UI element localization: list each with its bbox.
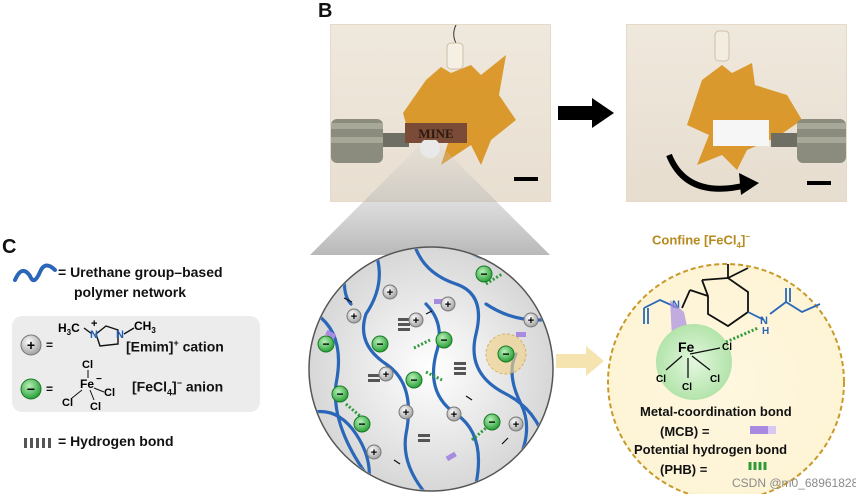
anion-ion: − <box>435 331 453 349</box>
anion-eq: = <box>46 382 54 396</box>
mcb-line2: (MCB) = <box>660 424 710 439</box>
svg-text:−: − <box>488 415 495 429</box>
confine-inset: N H N Fe Cl Cl Cl Cl <box>598 250 854 499</box>
svg-text:Fe: Fe <box>678 339 695 355</box>
svg-text:+: + <box>351 311 357 323</box>
zoom-arrow-icon <box>556 346 606 381</box>
svg-text:−: − <box>440 333 447 347</box>
cation-ion: + <box>523 312 539 328</box>
svg-text:−: − <box>410 373 417 387</box>
svg-text:H3C: H3C <box>58 321 80 337</box>
svg-text:−: − <box>376 337 383 351</box>
svg-text:+: + <box>513 419 519 431</box>
svg-text:H: H <box>762 326 769 337</box>
svg-text:N: N <box>760 315 768 327</box>
svg-text:N: N <box>90 329 98 341</box>
fecl4-structure: Cl Fe − Cl Cl Cl <box>58 356 128 417</box>
svg-text:Cl: Cl <box>62 397 73 409</box>
network-desc-line1: = Urethane group–based <box>58 264 223 280</box>
arrow-right-icon <box>556 98 616 133</box>
mine-text: MINE <box>418 126 453 141</box>
legend-box <box>12 316 260 412</box>
hbond-icon <box>24 436 54 454</box>
panel-label-b: B <box>318 0 333 22</box>
svg-text:−: − <box>502 347 509 361</box>
hbond-label: = Hydrogen bond <box>58 433 174 449</box>
svg-text:+: + <box>91 318 97 330</box>
cation-label: [Emim]+ cation <box>126 338 224 355</box>
anion-ion: − <box>483 413 501 431</box>
photo-robot-before: MINE <box>330 24 551 202</box>
anion-ion: − <box>497 345 515 363</box>
emim-structure: H3C N N + CH3 <box>58 316 166 361</box>
svg-text:Cl: Cl <box>722 342 732 353</box>
svg-text:Cl: Cl <box>104 387 115 399</box>
svg-text:−: − <box>322 337 329 351</box>
zoom-cone <box>310 140 550 255</box>
anion-minus-icon: − <box>20 378 42 405</box>
cation-ion: + <box>408 312 424 328</box>
anion-ion: − <box>331 385 349 403</box>
anion-ion: − <box>353 415 371 433</box>
phb-line1: Potential hydrogen bond <box>634 442 788 457</box>
photo-robot-after <box>626 24 847 202</box>
anion-ion: − <box>317 335 335 353</box>
cation-ion: + <box>398 404 414 420</box>
cation-ion: + <box>446 406 462 422</box>
cation-ion: + <box>382 284 398 300</box>
svg-text:+: + <box>445 299 451 311</box>
svg-text:−: − <box>96 374 102 385</box>
anion-ion: − <box>475 265 493 283</box>
phb-line2: (PHB) = <box>660 462 708 477</box>
svg-text:+: + <box>528 315 534 327</box>
svg-text:Cl: Cl <box>90 401 101 412</box>
cation-ion: + <box>378 366 394 382</box>
polymer-network-icon <box>12 262 58 293</box>
svg-text:Cl: Cl <box>710 374 720 385</box>
anion-ion: − <box>405 371 423 389</box>
anion-label: [FeCl4]− anion <box>132 378 224 398</box>
svg-text:Cl: Cl <box>656 374 666 385</box>
cation-plus-icon: + <box>20 334 42 361</box>
svg-text:+: + <box>451 409 457 421</box>
cation-eq: = <box>46 338 54 352</box>
svg-text:N: N <box>672 299 680 311</box>
panel-label-c: C <box>2 236 17 258</box>
svg-text:−: − <box>27 381 35 397</box>
svg-text:+: + <box>383 369 389 381</box>
network-circle: − − − − − − − − − + + + + + + + + + + <box>306 244 556 499</box>
svg-text:+: + <box>387 287 393 299</box>
svg-text:−: − <box>480 267 487 281</box>
inset-title: Confine [FeCl4]− <box>652 232 750 250</box>
anion-ion: − <box>371 335 389 353</box>
cation-ion: + <box>440 296 456 312</box>
svg-text:N: N <box>116 329 124 341</box>
svg-text:−: − <box>358 417 365 431</box>
cation-ion: + <box>366 444 382 460</box>
svg-text:Cl: Cl <box>82 359 93 371</box>
svg-text:+: + <box>371 447 377 459</box>
cation-ion: + <box>508 416 524 432</box>
svg-text:Fe: Fe <box>80 377 94 391</box>
svg-text:+: + <box>413 315 419 327</box>
cation-ion: + <box>346 308 362 324</box>
mcb-line1: Metal-coordination bond <box>640 404 792 419</box>
svg-text:CH3: CH3 <box>134 319 156 335</box>
svg-text:−: − <box>336 387 343 401</box>
watermark: CSDN @m0_68961828 <box>732 476 856 490</box>
svg-text:+: + <box>403 407 409 419</box>
plus-symbol: + <box>27 337 35 353</box>
svg-text:Cl: Cl <box>682 382 692 393</box>
network-desc-line2: polymer network <box>74 284 187 300</box>
